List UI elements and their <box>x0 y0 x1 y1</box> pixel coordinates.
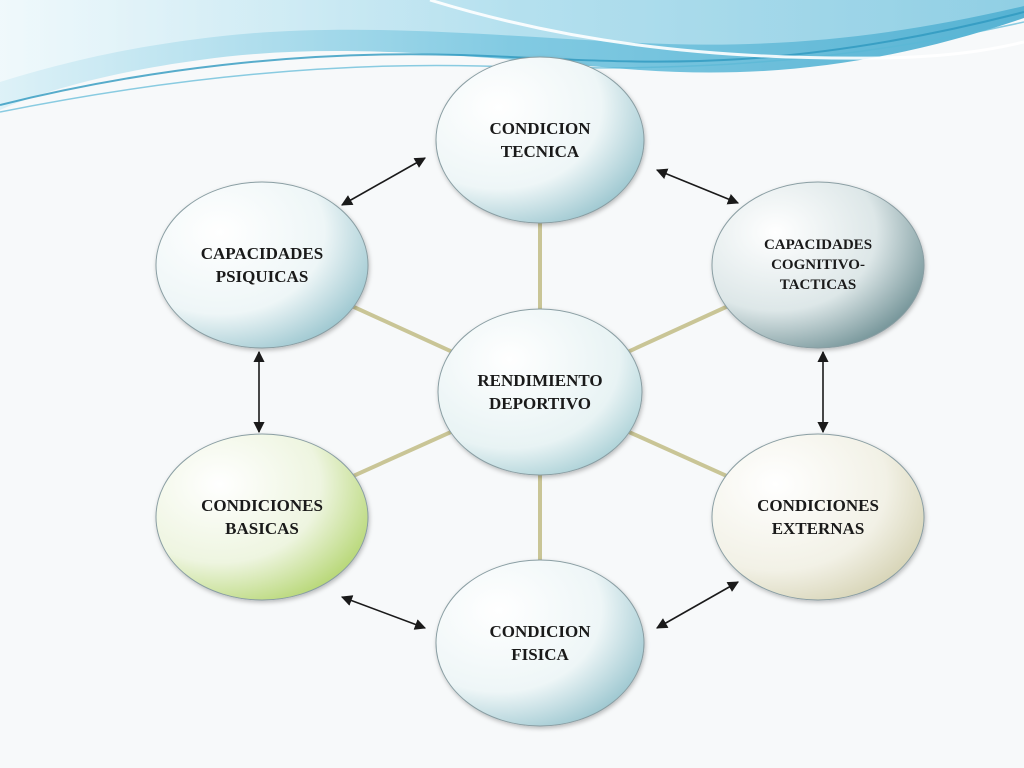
wave-highlight <box>0 0 1024 82</box>
arrow-externas-fisica <box>656 581 739 629</box>
node-fisica <box>435 559 645 727</box>
arrow-psiquicas-tecnica <box>341 157 426 206</box>
node-tecnica <box>435 56 645 224</box>
wave-line-1 <box>0 11 1024 106</box>
wave-line-3 <box>429 0 1024 60</box>
wave-line-2 <box>0 21 1024 113</box>
arrow-fisica-basicas <box>340 595 427 630</box>
node-basicas <box>155 433 369 601</box>
node-center <box>437 308 643 476</box>
node-psiquicas <box>155 181 369 349</box>
node-externas <box>711 433 925 601</box>
node-cognitivo <box>711 181 925 349</box>
arrow-tecnica-cognitivo <box>655 168 740 205</box>
